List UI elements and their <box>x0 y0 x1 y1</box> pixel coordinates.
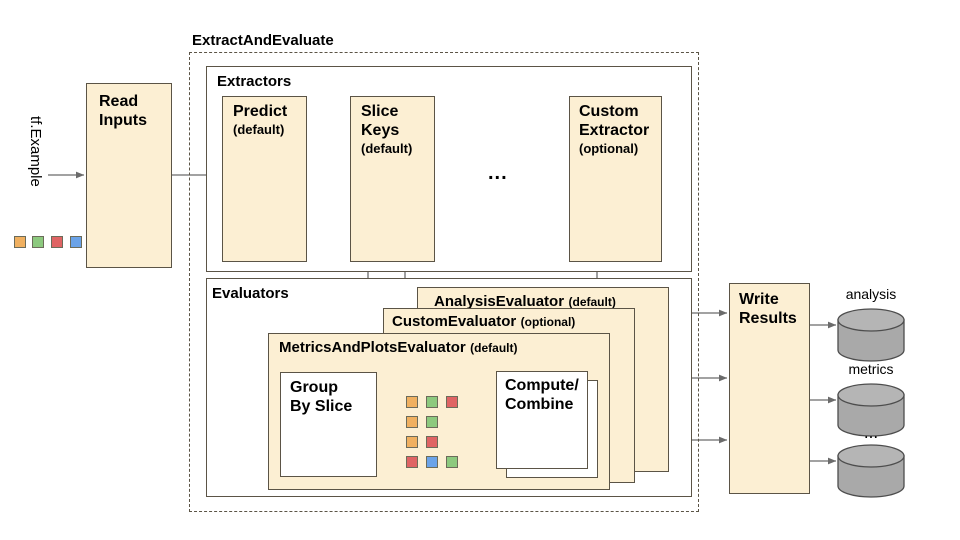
write-results-node[interactable]: Write Results <box>729 283 810 494</box>
chip-blue <box>70 236 82 248</box>
cylinder-icon-analysis <box>837 308 905 362</box>
slice-chip <box>406 436 418 448</box>
output-label-metrics: metrics <box>848 361 894 377</box>
custom-evaluator-name: CustomEvaluator <box>392 313 517 330</box>
output-label-more: ... <box>863 423 879 442</box>
slice-chip <box>426 416 438 428</box>
extractors-ellipsis: ... <box>488 162 508 184</box>
metrics-evaluator-name: MetricsAndPlotsEvaluator <box>279 339 466 356</box>
predict-title: Predict <box>233 103 288 120</box>
read-inputs-node[interactable]: Read Inputs <box>86 83 172 268</box>
extractor-node-slice-keys[interactable]: Slice Keys (default) <box>350 96 435 262</box>
chip-red <box>51 236 63 248</box>
slice-keys-title-line2: Keys <box>361 122 400 139</box>
custom-evaluator-heading: CustomEvaluator (optional) <box>392 313 575 331</box>
slice-chip <box>446 396 458 408</box>
custom-extractor-title-line2: Extractor <box>579 122 650 139</box>
compute-combine-node[interactable]: Compute/ Combine <box>496 371 588 469</box>
extractors-group-label: Extractors <box>217 73 292 90</box>
slice-keys-qualifier: (default) <box>361 141 413 156</box>
group-by-slice-line1: Group <box>290 379 338 396</box>
group-by-slice-node[interactable]: Group By Slice <box>280 372 377 477</box>
compute-combine-line2: Combine <box>505 396 574 413</box>
slice-chip <box>406 396 418 408</box>
group-by-slice-line2: By Slice <box>290 398 353 415</box>
read-inputs-label-line1: Read <box>99 93 139 110</box>
output-label-analysis: analysis <box>845 286 897 302</box>
metrics-evaluator-heading: MetricsAndPlotsEvaluator (default) <box>279 339 518 357</box>
metrics-evaluator-qualifier: (default) <box>470 341 518 355</box>
write-results-line1: Write <box>739 291 779 308</box>
slice-chip <box>406 456 418 468</box>
extractor-node-predict[interactable]: Predict (default) <box>222 96 307 262</box>
input-label-tf-example: tf.Example <box>27 116 44 187</box>
analysis-evaluator-name: AnalysisEvaluator <box>434 293 565 310</box>
slice-chip <box>426 436 438 448</box>
write-results-line2: Results <box>739 310 797 327</box>
analysis-evaluator-qualifier: (default) <box>568 295 616 309</box>
custom-extractor-title-line1: Custom <box>579 103 639 120</box>
read-inputs-label-line2: Inputs <box>99 112 147 129</box>
diagram-title: ExtractAndEvaluate <box>192 32 334 49</box>
analysis-evaluator-heading: AnalysisEvaluator (default) <box>434 293 616 311</box>
custom-evaluator-qualifier: (optional) <box>520 315 576 329</box>
extract-and-evaluate-container <box>189 52 699 512</box>
extractor-node-custom-extractor[interactable]: Custom Extractor (optional) <box>569 96 662 262</box>
compute-combine-line1: Compute/ <box>505 377 579 394</box>
slice-chip <box>406 416 418 428</box>
slice-chip <box>426 456 438 468</box>
slice-chip <box>426 396 438 408</box>
evaluators-group-label: Evaluators <box>212 285 289 302</box>
chip-green <box>32 236 44 248</box>
predict-qualifier: (default) <box>233 122 285 137</box>
slice-keys-title-line1: Slice <box>361 103 399 120</box>
slice-chip <box>446 456 458 468</box>
cylinder-icon-more <box>837 444 905 498</box>
custom-extractor-qualifier: (optional) <box>579 141 639 156</box>
chip-orange <box>14 236 26 248</box>
